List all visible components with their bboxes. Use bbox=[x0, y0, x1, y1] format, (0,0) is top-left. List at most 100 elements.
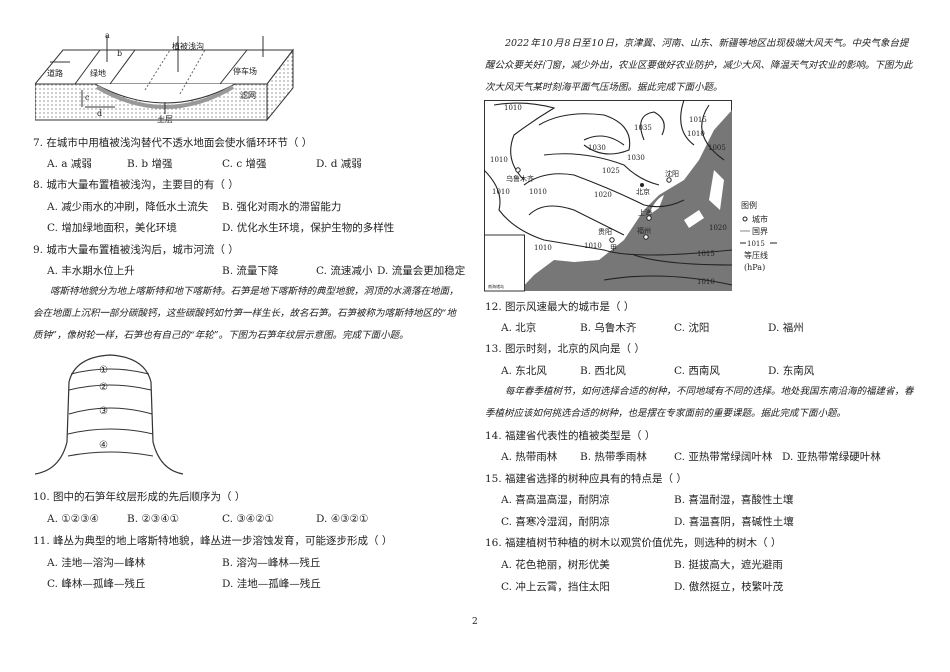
isobar-label: 1035 bbox=[634, 124, 652, 132]
city-shanghai: 上海 bbox=[638, 208, 652, 217]
isobar-label: 1015 bbox=[697, 250, 715, 258]
q12-stem: 12. 图示风速最大的城市是（ ） bbox=[485, 301, 635, 313]
q8-option-c[interactable]: C. 增加绿地面积，美化环境 bbox=[47, 222, 177, 234]
q15-option-b[interactable]: B. 喜温耐湿，喜酸性土壤 bbox=[674, 494, 794, 506]
isobar-label: 1010 bbox=[584, 242, 602, 250]
q10-option-c[interactable]: C. ③④②① bbox=[222, 513, 274, 525]
q7-option-a[interactable]: A. a 减弱 bbox=[47, 158, 92, 170]
isobar-label: 1010 bbox=[687, 130, 705, 138]
passage-karst-line: 质钟”，像树轮一样，石笋也有自己的“年轮”。下图为石笋年纹层示意图。完成下面小题… bbox=[33, 330, 409, 341]
isobar-label: 1020 bbox=[594, 191, 612, 199]
layer-label: ④ bbox=[99, 440, 108, 451]
passage-karst-line: 喀斯特地貌分为地上喀斯特和地下喀斯特。石笋是地下喀斯特的典型地貌，洞顶的水滴落在… bbox=[50, 286, 459, 297]
city-guiyang: 贵阳 bbox=[598, 227, 612, 236]
label-d: d bbox=[97, 109, 102, 118]
q12-option-a[interactable]: A. 北京 bbox=[501, 322, 537, 334]
isobar-label: 1010 bbox=[490, 156, 508, 164]
q11-option-c[interactable]: C. 峰林—孤峰—残丘 bbox=[47, 578, 146, 590]
q14-option-a[interactable]: A. 热带雨林 bbox=[501, 451, 558, 463]
city-beijing: 北京 bbox=[636, 187, 650, 196]
label-filter: 滤网 bbox=[240, 90, 256, 100]
q14-option-b[interactable]: B. 热带季雨林 bbox=[580, 451, 647, 463]
q16-option-b[interactable]: B. 挺拔高大，遮光避雨 bbox=[674, 559, 783, 571]
swale-diagram: a b c d 植被浅沟 道路 绿地 停车场 滤网 土层 bbox=[35, 32, 295, 124]
legend-city: 城市 bbox=[752, 214, 768, 224]
q15-option-a[interactable]: A. 喜高温高湿，耐阴凉 bbox=[501, 494, 610, 506]
label-b: b bbox=[117, 49, 122, 58]
passage-karst-line: 会在地面上沉积一部分碳酸钙，这些碳酸钙如竹笋一样生长，故名石笋。石笋被称为喀斯特… bbox=[33, 308, 456, 319]
inset-label: 南海诸岛 bbox=[488, 283, 504, 289]
isobar-label: 1010 bbox=[697, 278, 715, 286]
q7-stem: 7. 在城市中用植被浅沟替代不透水地面会使水循环环节（ ） bbox=[33, 137, 313, 149]
page-number: 2 bbox=[472, 617, 478, 627]
layer-label: ① bbox=[99, 365, 108, 376]
label-green: 绿地 bbox=[90, 68, 106, 78]
q9-option-a[interactable]: A. 丰水期水位上升 bbox=[47, 265, 135, 277]
q10-stem: 10. 图中的石笋年纹层形成的先后顺序为（ ） bbox=[33, 491, 246, 503]
q8-option-b[interactable]: B. 强化对雨水的滞留能力 bbox=[222, 201, 342, 213]
q7-option-c[interactable]: C. c 增强 bbox=[222, 158, 267, 170]
layer-label: ③ bbox=[99, 406, 108, 417]
isobar-label: 1015 bbox=[689, 116, 707, 124]
q9-option-d[interactable]: D. 流量会更加稳定 bbox=[377, 265, 466, 277]
q15-option-c[interactable]: C. 喜寒冷湿润，耐阴凉 bbox=[501, 516, 610, 528]
q16-stem: 16. 福建植树节种植的树木以观赏价值优先，则选种的树木（ ） bbox=[485, 537, 782, 549]
legend-unit: (hPa) bbox=[744, 263, 765, 272]
q8-option-d[interactable]: D. 优化水生环境，保护生物的多样性 bbox=[222, 222, 395, 234]
q14-stem: 14. 福建省代表性的植被类型是（ ） bbox=[485, 430, 656, 442]
isobar-label: 1020 bbox=[709, 224, 727, 232]
q11-option-b[interactable]: B. 溶沟—峰林—残丘 bbox=[222, 557, 321, 569]
isobar-label: 1030 bbox=[588, 144, 606, 152]
q8-stem: 8. 城市大量布置植被浅沟，主要目的有（ ） bbox=[33, 179, 239, 191]
q11-option-a[interactable]: A. 洼地—溶沟—峰林 bbox=[47, 557, 146, 569]
label-a: a bbox=[105, 32, 110, 40]
city-urumqi: 乌鲁木齐 bbox=[506, 174, 534, 183]
q9-option-c[interactable]: C. 流速减小 bbox=[316, 265, 373, 277]
q11-option-d[interactable]: D. 洼地—孤峰—残丘 bbox=[222, 578, 321, 590]
isobar-label: 1010 bbox=[534, 244, 552, 252]
isobar-label: 1010 bbox=[529, 188, 547, 196]
q13-option-c[interactable]: C. 西南风 bbox=[674, 365, 720, 377]
q13-option-d[interactable]: D. 东南风 bbox=[768, 365, 815, 377]
legend-border: 国界 bbox=[752, 227, 768, 236]
legend-isobar-value: 1015 bbox=[747, 240, 765, 248]
label-soil: 土层 bbox=[157, 114, 173, 124]
city-fuzhou: 福州 bbox=[637, 226, 651, 235]
q13-option-a[interactable]: A. 东北风 bbox=[501, 365, 547, 377]
passage-tree-line: 每年春季植树节，如何选择合适的树种，不同地域有不同的选择。地处我国东南沿海的福建… bbox=[505, 386, 914, 397]
passage-wind-line: 醒公众要关好门窗，减少外出，农业区要做好农业防护，减少大风、降温天气对农业的影响… bbox=[485, 60, 913, 71]
isobar-label: 1010 bbox=[492, 188, 510, 196]
legend-title: 图例 bbox=[741, 200, 757, 210]
layer-label: ② bbox=[99, 382, 108, 393]
isobar-label: 1025 bbox=[602, 167, 620, 175]
q9-option-b[interactable]: B. 流量下降 bbox=[222, 265, 279, 277]
q16-option-a[interactable]: A. 花色艳丽，树形优美 bbox=[501, 559, 610, 571]
q14-option-c[interactable]: C. 亚热带常绿阔叶林 bbox=[674, 451, 773, 463]
q14-option-d[interactable]: D. 亚热带常绿硬叶林 bbox=[782, 451, 881, 463]
q7-option-d[interactable]: D. d 减弱 bbox=[316, 158, 362, 170]
passage-wind-line: 次大风天气某时刻海平面气压场图。据此完成下面小题。 bbox=[485, 82, 723, 93]
label-parking: 停车场 bbox=[233, 66, 257, 76]
q8-option-a[interactable]: A. 减少雨水的冲刷，降低水土流失 bbox=[47, 201, 209, 213]
q10-option-d[interactable]: D. ④③②① bbox=[316, 513, 369, 525]
q15-option-d[interactable]: D. 喜温喜阴，喜碱性土壤 bbox=[674, 516, 794, 528]
q16-option-c[interactable]: C. 冲上云霄，挡住太阳 bbox=[501, 581, 610, 593]
q9-stem: 9. 城市大量布置植被浅沟后，城市河流（ ） bbox=[33, 244, 239, 256]
q15-stem: 15. 福建省选择的树种应具有的特点是（ ） bbox=[485, 473, 687, 485]
q10-option-b[interactable]: B. ②③④① bbox=[127, 513, 180, 525]
q11-stem: 11. 峰丛为典型的地上喀斯特地貌，峰丛进一步溶蚀发育，可能逐步形成（ ） bbox=[33, 535, 393, 547]
q12-option-c[interactable]: C. 沈阳 bbox=[674, 322, 710, 334]
isobar-label: 1010 bbox=[504, 104, 522, 112]
city-shenyang: 沈阳 bbox=[665, 169, 679, 178]
legend-isobar: 等压线 bbox=[744, 250, 768, 260]
q7-option-b[interactable]: B. b 增强 bbox=[127, 158, 173, 170]
q12-option-d[interactable]: D. 福州 bbox=[768, 322, 804, 334]
isobar-label: 1005 bbox=[708, 144, 726, 152]
q12-option-b[interactable]: B. 乌鲁木齐 bbox=[580, 322, 637, 334]
passage-wind-line: 2022 年 10 月 8 日至 10 日，京津冀、河南、山东、新疆等地区出现极… bbox=[505, 38, 909, 49]
q10-option-a[interactable]: A. ①②③④ bbox=[47, 513, 99, 525]
q13-option-b[interactable]: B. 西北风 bbox=[580, 365, 626, 377]
q16-option-d[interactable]: D. 傲然挺立，枝繁叶茂 bbox=[674, 581, 784, 593]
stalagmite-diagram: ① ② ③ ④ bbox=[35, 354, 184, 475]
